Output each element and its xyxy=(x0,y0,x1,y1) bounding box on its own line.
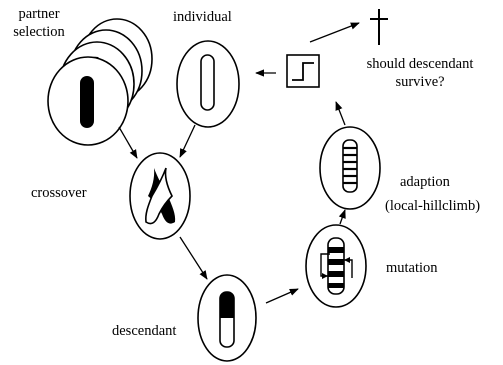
arrow-partner-to-crossover xyxy=(118,126,138,159)
mutation-node xyxy=(305,224,367,308)
adaption-detail-label: (local-hillclimb) xyxy=(385,198,481,214)
descendant-node xyxy=(197,274,257,362)
partner-chromosome xyxy=(80,76,94,128)
arrow-descendant-to-mutation xyxy=(265,288,299,304)
mutation-label: mutation xyxy=(386,260,438,276)
individual-node xyxy=(176,40,240,128)
adaption-label: adaption xyxy=(400,174,450,190)
should-survive-line2: survive? xyxy=(395,74,445,90)
adaption-node xyxy=(319,126,381,210)
flow-arrows xyxy=(118,22,360,304)
crossover-node xyxy=(129,152,191,240)
crossover-label: crossover xyxy=(31,185,87,201)
arrow-selection-to-death xyxy=(309,22,360,43)
partner-label-line1: partner xyxy=(18,6,60,22)
cross-icon xyxy=(370,9,388,45)
should-survive-label: should descendant survive? xyxy=(340,55,500,91)
partner-stack xyxy=(47,18,153,146)
step-function-icon xyxy=(286,54,320,88)
partner-label: partner selection xyxy=(0,5,78,41)
arrow-adaption-to-selection xyxy=(335,101,346,126)
arrow-individual-to-crossover xyxy=(179,124,196,158)
arrow-crossover-to-descendant xyxy=(179,236,208,280)
should-survive-line1: should descendant xyxy=(366,56,474,72)
arrow-mutation-to-adaption xyxy=(338,209,346,225)
descendant-label: descendant xyxy=(112,323,177,339)
partner-label-line2: selection xyxy=(13,24,65,40)
individual-label: individual xyxy=(173,9,232,25)
